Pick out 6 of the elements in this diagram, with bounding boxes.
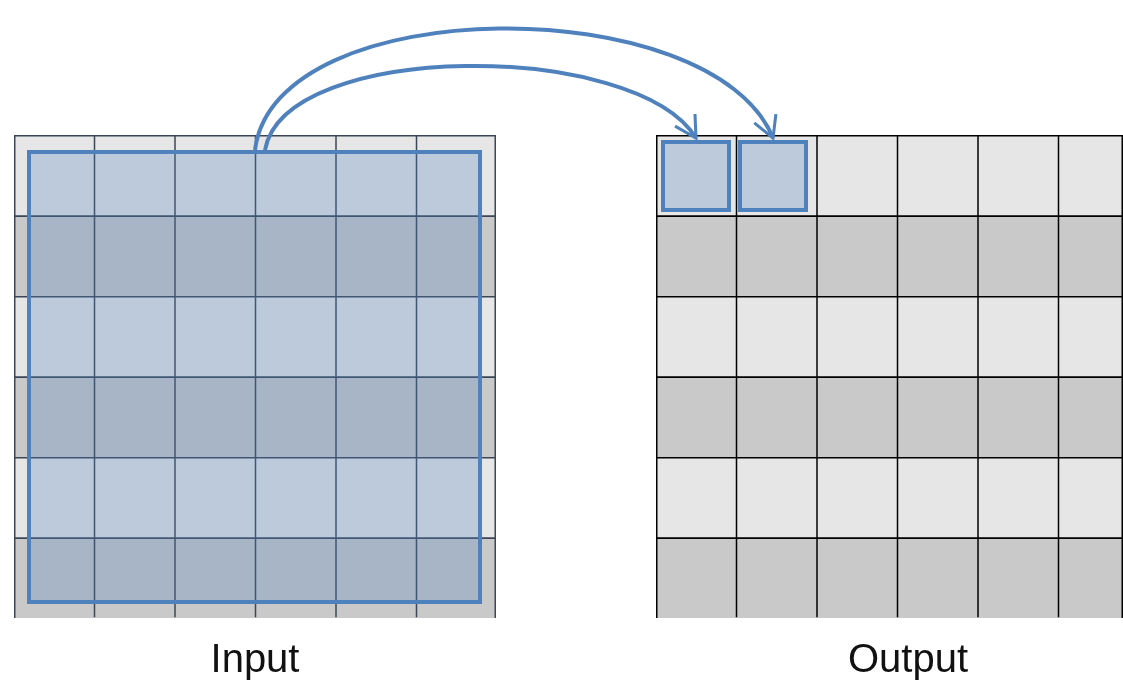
output-cell-highlight <box>738 140 808 212</box>
curved-arrow <box>253 26 775 151</box>
grid-caption: Input <box>210 638 300 678</box>
curved-arrow <box>263 64 698 151</box>
grid-caption: Output <box>847 638 969 678</box>
output-cell-highlight <box>661 140 731 212</box>
